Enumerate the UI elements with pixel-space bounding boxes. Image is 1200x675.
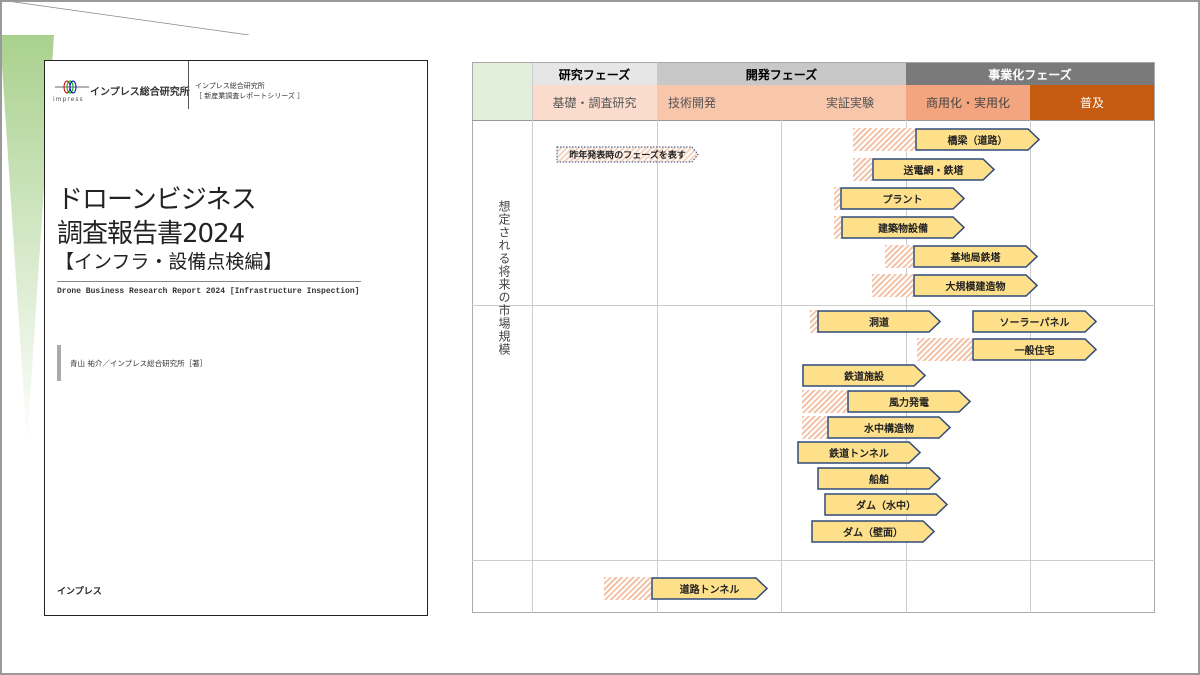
phase-bar: ソーラーパネル: [972, 310, 1097, 333]
phase-chart-content: 研究フェーズ開発フェーズ事業化フェーズ基礎・調査研究技術開発 実証実験 商用化・実用…: [0, 0, 1155, 613]
previous-phase-hatch: [604, 577, 651, 600]
phase-bar-label: 建築物設備: [878, 224, 928, 235]
impress-logo-icon: [55, 80, 89, 94]
grid-vline: [532, 63, 533, 613]
phase-chart: [472, 62, 1155, 613]
previous-phase-hatch: [853, 128, 915, 151]
legend-previous-phase: 昨年発表時のフェーズを表す: [556, 146, 699, 163]
grid-vline: [781, 120, 782, 613]
series-line-2: ［ 新産業調査レポートシリーズ ］: [195, 92, 305, 100]
phase-bar: プラント: [840, 187, 965, 210]
phase-bar-label: 水中構造物: [864, 424, 914, 435]
phase-bar-label: 風力発電: [889, 398, 929, 409]
phase-bar: 鉄道施設: [802, 364, 926, 387]
phase-bar-label: ダム（水中）: [856, 501, 916, 512]
phase-bar-label: 送電網・鉄塔: [903, 166, 964, 177]
market-size-axis: [0, 35, 56, 445]
grid-vline: [1030, 120, 1031, 613]
publisher: インプレス: [57, 587, 102, 597]
y-axis-label: 想定される将来の市場規模: [497, 200, 511, 356]
phase-bar: 風力発電: [847, 390, 971, 413]
author-bar: [57, 345, 61, 381]
author: 青山 祐介／インプレス総合研究所［著］: [70, 359, 208, 368]
previous-phase-hatch: [834, 187, 840, 210]
phase-bar: 送電網・鉄塔: [872, 158, 995, 181]
phase-development: 開発フェーズ: [657, 63, 906, 85]
logo-subtext: impress: [53, 96, 84, 103]
phase-business: 事業化フェーズ: [906, 63, 1154, 85]
phase-research: 研究フェーズ: [532, 63, 657, 85]
phase-bar-label: 橋梁（道路）: [947, 136, 1008, 147]
previous-phase-hatch: [872, 274, 913, 297]
cover-title-1: ドローンビジネス: [57, 185, 257, 215]
book-cover: インプレス総合研究所 impress インプレス総合研究所 ［ 新産業調査レポー…: [44, 60, 428, 616]
grid-hline: [472, 305, 1155, 306]
previous-phase-hatch: [853, 158, 872, 181]
phase-bar: ダム（水中）: [824, 493, 948, 516]
previous-phase-hatch: [834, 216, 841, 239]
legend-label: 昨年発表時のフェーズを表す: [569, 151, 686, 161]
phase-bar: 洞道: [817, 310, 941, 333]
previous-phase-hatch: [885, 245, 913, 268]
phase-bar: 橋梁（道路）: [915, 128, 1040, 151]
phase-bar-label: ソーラーパネル: [999, 318, 1070, 329]
publisher-logo-text: インプレス総合研究所: [90, 87, 190, 98]
previous-phase-hatch: [810, 310, 817, 333]
grid-hline: [472, 560, 1155, 561]
phase-bar-label: 道路トンネル: [679, 585, 740, 596]
phase-bar: 基地局鉄塔: [913, 245, 1038, 268]
phase-bar: 建築物設備: [841, 216, 965, 239]
phase-bar-label: 大規模建造物: [945, 282, 1006, 293]
series-line-1: インプレス総合研究所: [195, 82, 265, 90]
stage-tech: 技術開発: [667, 96, 716, 110]
phase-bar: 一般住宅: [972, 338, 1097, 361]
header-border: [472, 120, 1155, 121]
previous-phase-hatch: [802, 416, 827, 439]
phase-bar-label: 鉄道施設: [844, 372, 884, 383]
phase-bar: 船舶: [817, 467, 941, 490]
phase-bar: 大規模建造物: [913, 274, 1038, 297]
stage-basic: 基礎・調査研究: [532, 85, 657, 120]
phase-bar: 道路トンネル: [651, 577, 768, 600]
divider: [188, 61, 189, 109]
english-title: Drone Business Research Report 2024 [Inf…: [57, 287, 360, 296]
phase-bar-label: 基地局鉄塔: [950, 253, 1001, 264]
stage-dev-bg: [657, 85, 906, 120]
axis-column: [473, 63, 532, 120]
phase-bar-label: プラント: [882, 195, 923, 206]
phase-bar-label: ダム（壁面）: [843, 528, 903, 539]
grid-vline: [657, 120, 658, 613]
phase-bar: ダム（壁面）: [811, 520, 935, 543]
previous-phase-hatch: [917, 338, 972, 361]
diagonal-line: [0, 0, 250, 36]
stage-commercial: 商用化・実用化: [906, 85, 1030, 120]
phase-bar: 鉄道トンネル: [797, 441, 921, 464]
phase-bar-label: 洞道: [869, 318, 889, 329]
phase-bar: 水中構造物: [827, 416, 951, 439]
phase-bar-label: 鉄道トンネル: [829, 449, 889, 460]
stage-demo: 実証実験: [825, 96, 874, 110]
phase-bar-label: 一般住宅: [1014, 346, 1055, 357]
previous-phase-hatch: [802, 390, 847, 413]
phase-bar-label: 船舶: [869, 475, 889, 486]
title-rule: [57, 281, 361, 282]
cover-title-3: 【インフラ・設備点検編】: [55, 251, 283, 273]
stage-spread: 普及: [1030, 85, 1154, 120]
cover-title-2: 調査報告書2024: [57, 219, 245, 249]
